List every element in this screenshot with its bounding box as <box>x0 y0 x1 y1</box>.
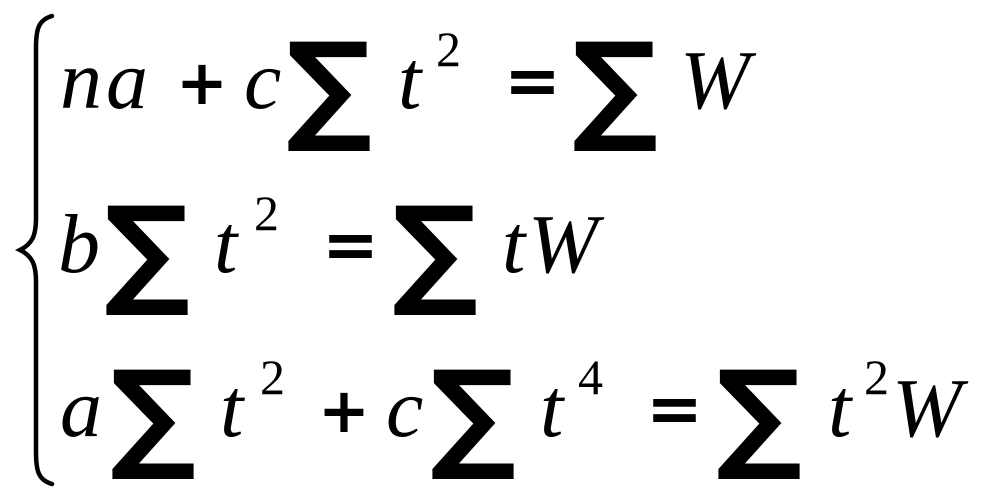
summation-sign: ∑ <box>716 346 802 485</box>
symbol-c: c <box>386 362 423 455</box>
symbol-n: n <box>60 34 102 127</box>
symbol-W: W <box>892 362 969 455</box>
exponent: 2 <box>864 349 889 405</box>
symbol-t: t <box>214 198 240 291</box>
equation-1: n a + c ∑ t 2 = ∑ W <box>60 18 757 157</box>
symbol-W: W <box>528 198 605 291</box>
equation-2: b ∑ t 2 = ∑ t W <box>58 182 605 321</box>
exponent: 4 <box>578 349 603 405</box>
symbol-t: t <box>398 34 424 127</box>
symbol-t: t <box>828 362 854 455</box>
summation-sign: ∑ <box>104 182 190 321</box>
symbol-t: t <box>502 198 528 291</box>
equals-sign: = <box>322 206 379 285</box>
summation-sign: ∑ <box>286 18 372 157</box>
symbol-t: t <box>540 362 566 455</box>
symbol-W: W <box>680 34 757 127</box>
plus-operator: + <box>318 374 370 447</box>
exponent: 2 <box>436 21 461 77</box>
equation-3: a ∑ t 2 + c ∑ t 4 = ∑ t 2 W <box>60 346 969 485</box>
summation-sign: ∑ <box>110 346 196 485</box>
symbol-t: t <box>220 362 246 455</box>
symbol-b: b <box>58 198 100 291</box>
symbol-a: a <box>106 34 148 127</box>
summation-sign: ∑ <box>572 18 658 157</box>
summation-sign: ∑ <box>430 346 516 485</box>
left-brace <box>14 13 55 487</box>
symbol-c: c <box>244 34 281 127</box>
equals-sign: = <box>646 370 703 449</box>
summation-sign: ∑ <box>392 182 478 321</box>
exponent: 2 <box>260 349 285 405</box>
plus-operator: + <box>176 46 228 119</box>
exponent: 2 <box>254 185 279 241</box>
symbol-a: a <box>60 362 102 455</box>
equals-sign: = <box>504 42 561 121</box>
